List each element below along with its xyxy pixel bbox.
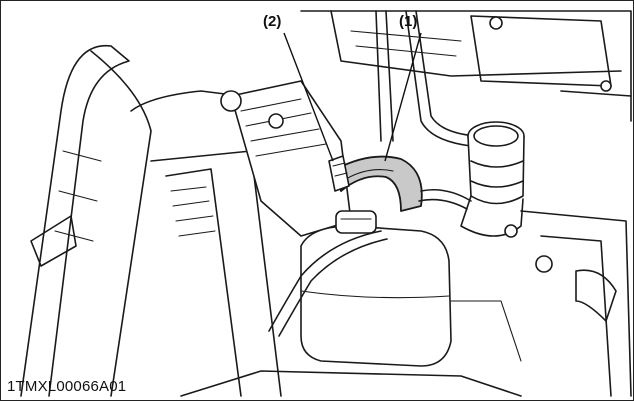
figure-code: 1TMXL00066A01	[7, 378, 127, 395]
leader-line-2	[283, 32, 334, 162]
upper-pipes	[375, 10, 477, 147]
overflow-hose	[268, 188, 472, 337]
leader-line-1	[384, 32, 422, 162]
engine-block	[220, 80, 352, 237]
upper-frame	[300, 10, 632, 122]
right-frame	[504, 90, 632, 397]
reservoir-tank	[300, 210, 452, 367]
lower-body	[180, 300, 522, 397]
callout-label-1: (1)	[399, 13, 418, 30]
callout-label-2: (2)	[263, 13, 282, 30]
air-cleaner	[460, 121, 525, 237]
hose-clamp	[328, 155, 350, 192]
roll-bar-frame	[20, 44, 152, 397]
radiator-hose	[335, 155, 423, 212]
